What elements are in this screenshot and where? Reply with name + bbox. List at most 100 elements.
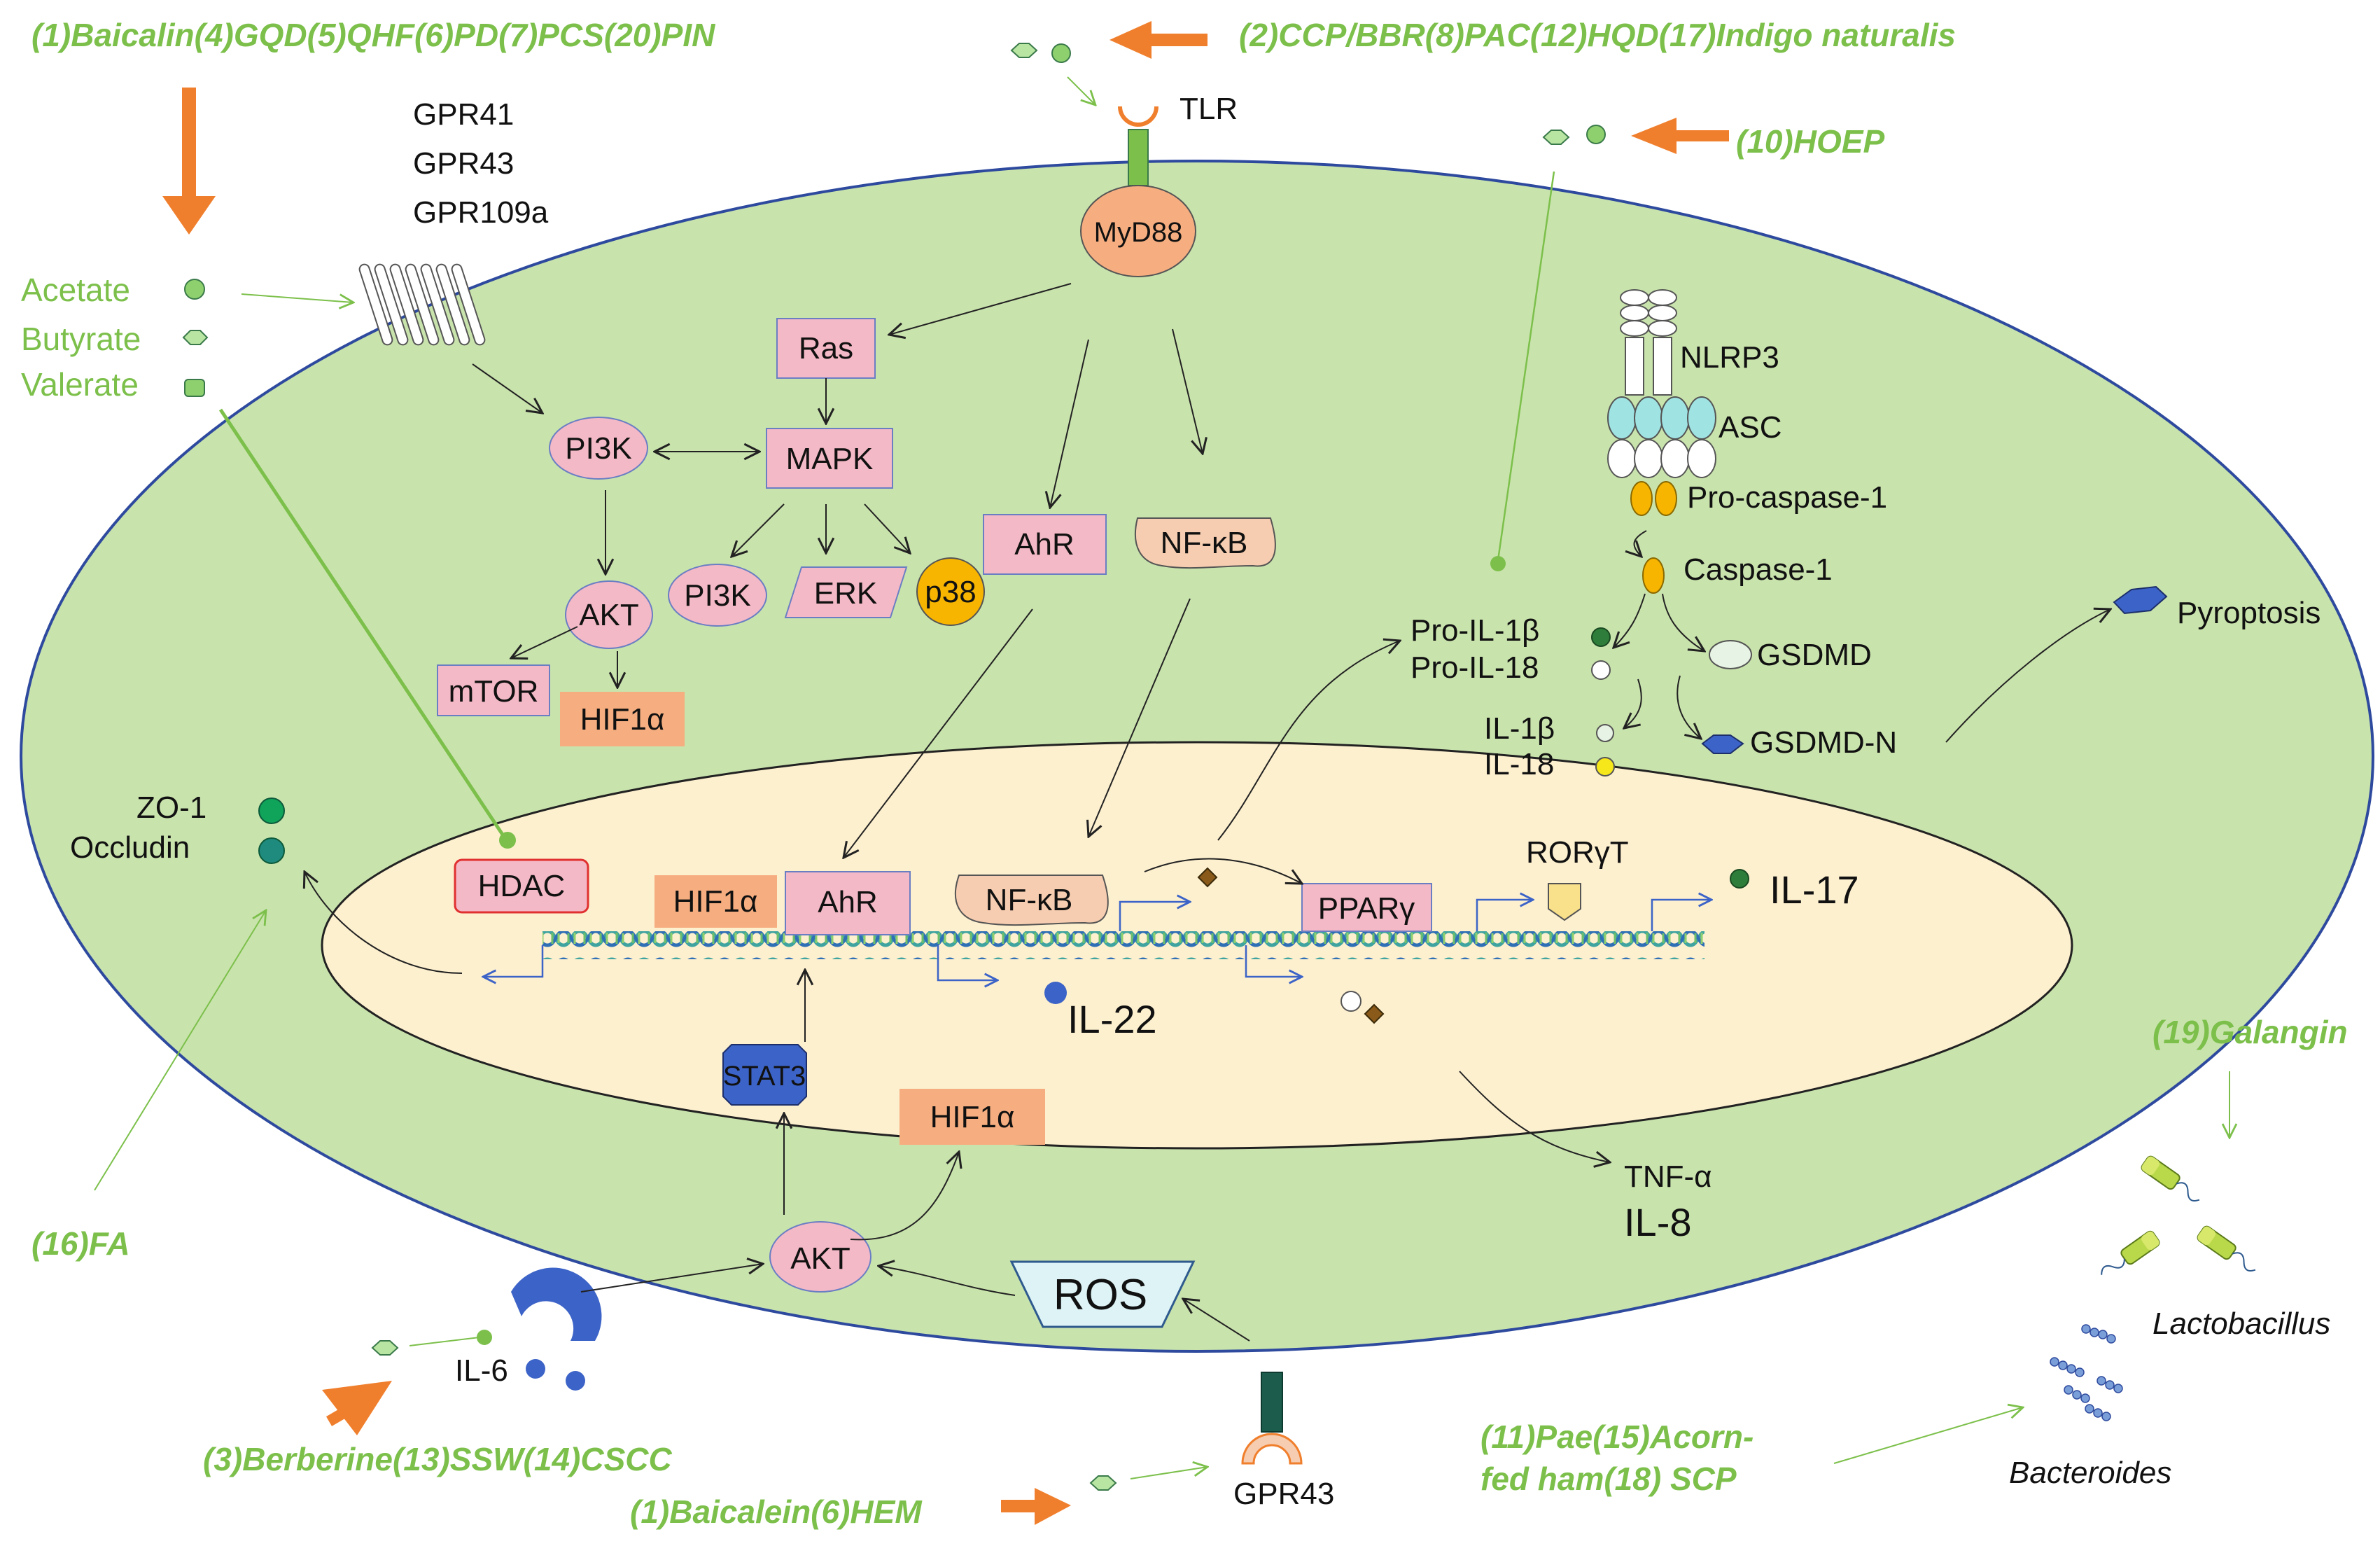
nfkb-cyto-label: NF-κB — [1161, 526, 1248, 560]
pyroptosis-label: Pyroptosis — [2177, 596, 2320, 630]
akt-bottom-node — [769, 1221, 872, 1293]
pro-il18-icon — [1591, 660, 1611, 680]
pyroptosis-icon — [2113, 585, 2168, 615]
ahr-nuc-label: AhR — [818, 885, 878, 919]
nlrp3-complex — [1620, 289, 1677, 396]
caspase-icon — [1642, 557, 1665, 594]
il6-dot-2 — [566, 1371, 585, 1391]
butyrate-icon — [182, 330, 209, 345]
ros-node — [1009, 1260, 1196, 1328]
pro-caspase-label: Pro-caspase-1 — [1687, 480, 1887, 515]
transcription-arrows — [483, 900, 1712, 980]
stat3-label: STAT3 — [723, 1061, 806, 1092]
bacteroides-icon — [2050, 1324, 2123, 1421]
erk-label: ERK — [814, 576, 877, 611]
diamond-ligand-1 — [1197, 867, 1218, 888]
il22-icon — [1044, 982, 1067, 1004]
signal-arrows — [304, 283, 2110, 1342]
nlrp3-label: NLRP3 — [1680, 340, 1779, 375]
myd88-label: MyD88 — [1094, 217, 1183, 248]
acetate-label: Acetate — [21, 272, 130, 308]
molecules-top-center — [1010, 43, 1071, 63]
orange-arrow-bottom-center — [1001, 1488, 1071, 1525]
p38-label: p38 — [925, 575, 976, 609]
intervention-galangin: (19)Galangin — [2152, 1014, 2348, 1050]
gpr-receptor-icon — [358, 263, 486, 346]
mtor-label: mTOR — [449, 674, 539, 709]
p38-node — [916, 557, 985, 626]
intervention-bottom-right-2: fed ham(18) SCP — [1480, 1461, 1737, 1497]
rorgt-label: RORγT — [1526, 835, 1629, 870]
akt-top-node — [565, 580, 653, 649]
tlr-cup-icon — [1118, 106, 1158, 127]
intervention-top-right: (10)HOEP — [1736, 123, 1884, 160]
gpr43-bottom-label: GPR43 — [1233, 1477, 1334, 1511]
molecule-bottom-left — [371, 1340, 399, 1356]
hoep-dot — [1490, 556, 1506, 571]
hif-nuc-node — [654, 875, 777, 928]
line-hoep — [1497, 171, 1555, 561]
orange-arrow-top-center — [1110, 21, 1208, 59]
il1b-label: IL-1β — [1484, 711, 1555, 746]
hdac-label: HDAC — [478, 869, 566, 903]
butyrate-label: Butyrate — [21, 321, 141, 357]
hif-top-node — [560, 692, 685, 746]
pi3k-top-label: PI3K — [565, 431, 631, 466]
rorgt-icon — [1548, 883, 1581, 921]
il22-label: IL-22 — [1068, 997, 1157, 1041]
acetate-icon — [184, 279, 205, 300]
pro-il1b-label: Pro-IL-1β — [1410, 613, 1539, 648]
myd88-node — [1080, 185, 1196, 277]
intervention-top-center: (2)CCP/BBR(8)PAC(12)HQD(17)Indigo natura… — [1239, 17, 1956, 53]
orange-arrow-bottom-left — [322, 1381, 392, 1435]
tnf-icon-white — [1340, 991, 1362, 1012]
nfkb-nuc-node — [954, 875, 1109, 926]
il6-green-dot — [477, 1330, 492, 1345]
ahr-cyto-label: AhR — [1014, 527, 1074, 562]
orange-arrow-top-right — [1631, 118, 1729, 154]
ras-node — [776, 318, 876, 379]
hif-nuc-label: HIF1α — [673, 884, 758, 919]
hif-top-label: HIF1α — [580, 702, 665, 737]
gsdmd-label: GSDMD — [1757, 638, 1872, 672]
valerate-icon — [184, 379, 205, 397]
il8-label: IL-8 — [1624, 1200, 1692, 1244]
intervention-top-left: (1)Baicalin(4)GQD(5)QHF(6)PD(7)PCS(20)PI… — [31, 17, 715, 53]
nfkb-nuc-label: NF-κB — [986, 883, 1073, 917]
asc-label: ASC — [1718, 410, 1782, 445]
zo1-icon — [258, 798, 285, 824]
hif-bottom-node — [899, 1089, 1045, 1145]
line-scfa-to-hdac — [218, 408, 506, 838]
arrow-scfa-to-gpr — [241, 293, 354, 302]
pro-il1b-icon — [1591, 627, 1611, 647]
arrow-il6-molecule — [409, 1337, 480, 1346]
caspase-label: Caspase-1 — [1684, 552, 1833, 587]
arrow-to-bacteroides — [1833, 1407, 2023, 1464]
hif-bottom-label: HIF1α — [930, 1100, 1015, 1134]
ppar-node — [1301, 883, 1432, 932]
intervention-fa: (16)FA — [31, 1225, 130, 1262]
akt-bottom-label: AKT — [790, 1241, 850, 1276]
il6-receptor-icon — [511, 1267, 602, 1341]
lactobacillus-icon — [2101, 1155, 2256, 1275]
intervention-bottom-left: (3)Berberine(13)SSW(14)CSCC — [203, 1441, 672, 1477]
hdac-node — [454, 858, 589, 914]
molecule-bottom-center — [1089, 1475, 1117, 1491]
il6-dot-1 — [526, 1359, 545, 1379]
stat3-node — [722, 1044, 807, 1106]
nfkb-cyto-node — [1134, 517, 1276, 569]
mapk-label: MAPK — [786, 442, 874, 476]
il18-icon — [1595, 757, 1615, 777]
valerate-label: Valerate — [21, 366, 139, 403]
akt-top-label: AKT — [579, 598, 639, 632]
pi3k-mid-node — [668, 564, 767, 627]
il18-label: IL-18 — [1484, 747, 1554, 781]
ahr-nuc-node — [785, 871, 911, 935]
il1b-icon — [1596, 724, 1614, 742]
bacteroides-label: Bacteroides — [2009, 1456, 2171, 1490]
pi3k-mid-label: PI3K — [684, 578, 750, 613]
pi3k-top-node — [549, 417, 648, 480]
ros-label: ROS — [1054, 1271, 1147, 1319]
molecules-top-right — [1542, 125, 1606, 145]
mapk-node — [766, 428, 893, 489]
